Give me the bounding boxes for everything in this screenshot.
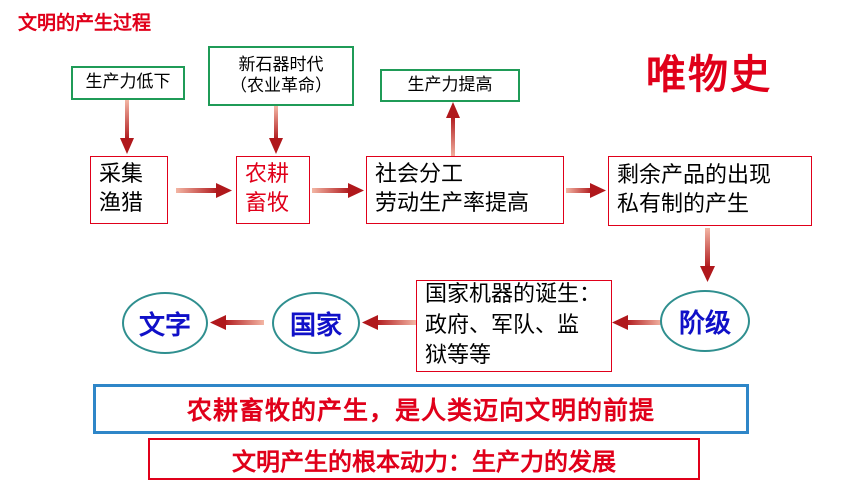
arrow-division-to-productivity-high (446, 102, 460, 158)
box-state-machine-line3: 狱等等 (425, 343, 492, 369)
box-surplus-private-ownership: 剩余产品的出现 私有制的产生 (608, 156, 812, 226)
ellipse-state-label: 国家 (289, 310, 342, 341)
arrow-surplus-to-class (700, 228, 715, 282)
box-farming-line2: 畜牧 (245, 191, 290, 216)
ellipse-writing-label: 文字 (138, 310, 191, 341)
arrow-low-to-gathering (120, 100, 134, 154)
box-gathering-line1: 采集 (99, 162, 144, 188)
box-state-machine-line1: 国家机器的诞生： (425, 281, 602, 307)
box-neolithic-line2: （农业革命） (230, 76, 332, 96)
arrow-state-to-writing (210, 315, 264, 330)
box-productivity-low: 生产力低下 (71, 66, 185, 100)
premise-text: 农耕畜牧的产生，是人类迈向文明的前提 (186, 396, 655, 425)
arrow-neolithic-to-farming (269, 106, 283, 154)
box-productivity-low-label: 生产力低下 (85, 72, 171, 93)
ellipse-class: 阶级 (660, 290, 750, 352)
page-title: 文明的产生过程 (18, 12, 152, 34)
box-productivity-high: 生产力提高 (380, 69, 520, 102)
box-surplus-line2: 私有制的产生 (617, 192, 750, 217)
box-state-machine-line2: 政府、军队、监 (425, 312, 580, 338)
heading-historical-materialism: 唯物史 (646, 52, 772, 98)
arrow-division-to-surplus (566, 183, 606, 198)
arrow-farming-to-division (312, 183, 364, 198)
box-division-line1: 社会分工 (375, 162, 464, 188)
driving-force-text: 文明产生的根本动力：生产力的发展 (232, 447, 616, 476)
box-productivity-high-label: 生产力提高 (407, 74, 493, 95)
box-farming-line1: 农耕 (245, 162, 290, 188)
ellipse-class-label: 阶级 (678, 308, 731, 339)
box-surplus-line1: 剩余产品的出现 (617, 163, 772, 189)
premise-banner: 农耕畜牧的产生，是人类迈向文明的前提 (93, 384, 749, 434)
box-division-line2: 劳动生产率提高 (375, 191, 530, 216)
box-farming-herding: 农耕 畜牧 (236, 156, 310, 224)
box-state-machine: 国家机器的诞生： 政府、军队、监 狱等等 (416, 280, 612, 372)
box-neolithic: 新石器时代 （农业革命） (208, 46, 354, 106)
arrow-class-to-state-machine (612, 315, 662, 330)
box-gathering-fishing: 采集 渔猎 (90, 156, 168, 224)
arrow-gathering-to-farming (176, 183, 232, 198)
ellipse-state: 国家 (272, 292, 360, 354)
box-neolithic-line1: 新石器时代 (238, 54, 324, 75)
box-gathering-line2: 渔猎 (99, 191, 144, 216)
ellipse-writing: 文字 (122, 292, 208, 354)
box-division-of-labor: 社会分工 劳动生产率提高 (366, 156, 564, 224)
arrow-state-machine-to-state (362, 315, 416, 330)
driving-force-banner: 文明产生的根本动力：生产力的发展 (148, 438, 700, 480)
